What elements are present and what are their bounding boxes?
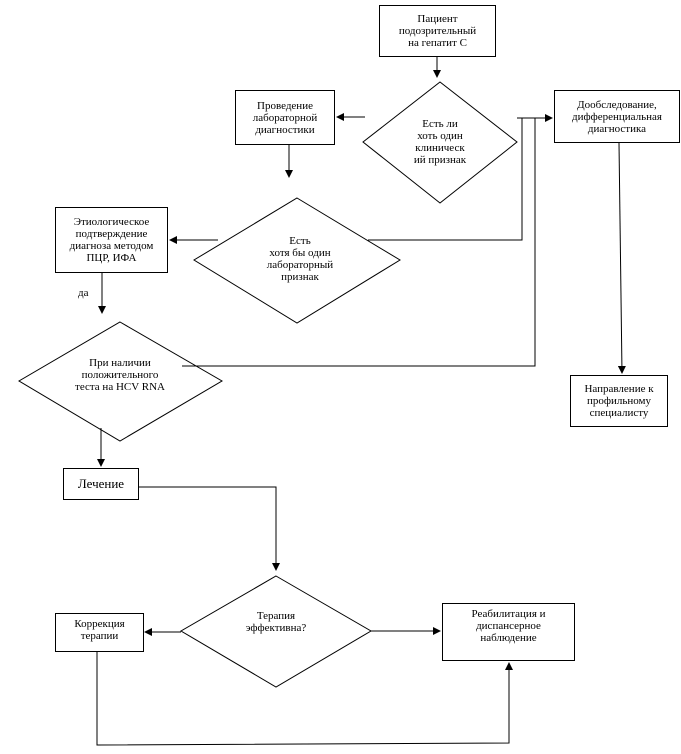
node-therapy-effective-label: Терапия эффективна? — [245, 610, 307, 634]
arrow-extra-to-referral — [617, 142, 626, 374]
node-correction: Коррекция терапии — [55, 613, 144, 652]
line-hcv-to-extra — [182, 118, 536, 367]
arrow-treatment-to-therapy — [139, 486, 280, 571]
node-hcv-test-label: При наличии положительного теста на HCV … — [75, 357, 165, 393]
node-treatment-label: Лечение — [77, 476, 125, 491]
node-etiology-label: Этиологическое подтверждение диагноза ме… — [69, 216, 154, 264]
node-correction-label: Коррекция терапии — [74, 618, 125, 642]
node-referral-label: Направление к профильному специалисту — [584, 383, 654, 419]
node-extra-exam: Дообследование, дифференциальная диагнос… — [554, 90, 680, 143]
node-lab-sign-label: Есть хотя бы один лабораторный признак — [266, 235, 334, 283]
node-rehab-label: Реабилитация и диспансерное наблюдение — [471, 608, 546, 644]
node-referral: Направление к профильному специалисту — [570, 375, 668, 427]
node-lab-conduct: Проведение лабораторной диагностики — [235, 90, 335, 145]
node-patient: Пациент подозрительный на гепатит С — [379, 5, 496, 57]
arrow-correction-to-rehab — [96, 652, 513, 746]
line-labsign-to-extra — [368, 118, 523, 241]
diamond-lab-sign — [193, 197, 401, 324]
node-patient-label: Пациент подозрительный на гепатит С — [398, 13, 477, 49]
node-etiology: Этиологическое подтверждение диагноза ме… — [55, 207, 168, 273]
node-rehab: Реабилитация и диспансерное наблюдение — [442, 603, 575, 661]
node-clinical-label: Есть ли хоть один клиническ ий признак — [413, 118, 467, 166]
diamond-hcv-test — [18, 321, 223, 442]
diamond-clinical-sign — [362, 81, 518, 204]
node-treatment: Лечение — [63, 468, 139, 500]
edge-label-yes: да — [78, 287, 89, 299]
diamond-therapy-effective — [180, 575, 372, 688]
node-lab-conduct-label: Проведение лабораторной диагностики — [252, 99, 318, 136]
node-extra-exam-label: Дообследование, дифференциальная диагнос… — [572, 98, 662, 135]
